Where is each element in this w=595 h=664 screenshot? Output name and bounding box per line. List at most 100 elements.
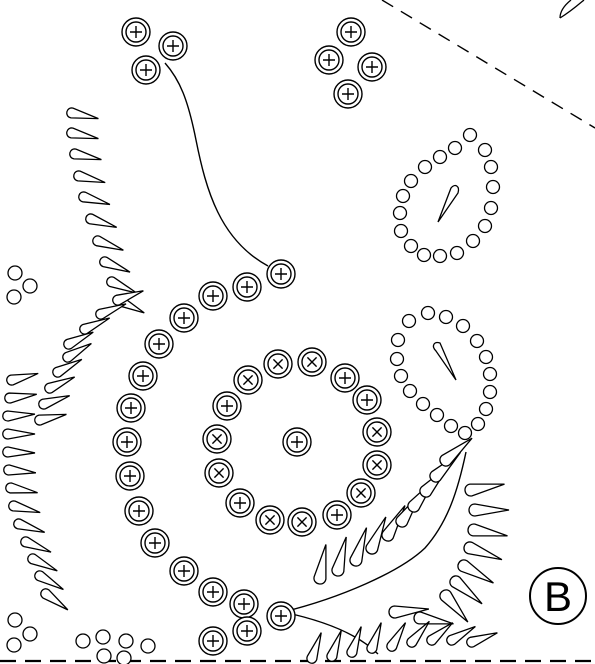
- open-bead: [75, 633, 91, 649]
- petal: [2, 463, 38, 479]
- petal: [330, 534, 353, 578]
- bead-plus: [121, 17, 151, 47]
- open-bead: [401, 313, 417, 329]
- open-bead: [22, 278, 38, 294]
- open-bead: [420, 305, 436, 321]
- open-bead: [457, 425, 473, 441]
- petal: [68, 147, 104, 166]
- open-bead: [447, 140, 463, 156]
- petal: [65, 126, 101, 145]
- open-bead-oval-lower: [389, 305, 498, 441]
- bead-plus: [225, 488, 255, 518]
- bead-plus: [124, 496, 154, 526]
- petal: [83, 211, 119, 233]
- bead-plus: [169, 556, 199, 586]
- petal: [97, 254, 133, 278]
- bead-plus: [158, 31, 188, 61]
- petal: [7, 499, 43, 519]
- petal-row-bottom: [304, 617, 500, 664]
- bead-plus: [115, 461, 145, 491]
- bead-cross: [204, 458, 234, 488]
- petal-column-left: [1, 106, 148, 615]
- petal: [468, 503, 510, 517]
- open-bead: [140, 638, 156, 654]
- petal: [304, 630, 327, 664]
- bead-plus: [333, 79, 363, 109]
- bead-plus: [357, 52, 387, 82]
- open-bead: [395, 188, 411, 204]
- open-bead: [477, 218, 493, 234]
- open-bead: [483, 159, 499, 175]
- bead-cross: [263, 349, 293, 379]
- open-bead: [416, 247, 432, 263]
- bead-plus: [169, 303, 199, 333]
- open-bead: [482, 384, 498, 400]
- stem-top: [164, 62, 269, 267]
- petal: [312, 542, 333, 586]
- bead-plus: [198, 281, 228, 311]
- open-bead: [22, 626, 38, 642]
- petal: [5, 367, 41, 387]
- petal: [466, 522, 510, 543]
- bead-cross: [362, 417, 392, 447]
- open-bead: [477, 142, 493, 158]
- petal-top-right: [559, 0, 585, 19]
- bead-cluster-top-left: [121, 17, 188, 85]
- bead-plus: [282, 427, 312, 457]
- petal: [65, 106, 101, 125]
- petal: [3, 388, 39, 405]
- open-bead: [415, 396, 431, 412]
- petal-in-oval-upper: [437, 184, 460, 223]
- section-label-badge: B: [529, 567, 587, 625]
- bead-cross: [287, 507, 317, 537]
- open-bead: [390, 332, 406, 348]
- open-bead: [392, 205, 408, 221]
- petal: [90, 233, 126, 256]
- bead-plus: [266, 259, 296, 289]
- open-bead-oval-upper: [392, 127, 501, 264]
- bead-cross: [202, 424, 232, 454]
- petal: [38, 586, 72, 615]
- bead-plus: [330, 363, 360, 393]
- open-bead: [465, 233, 481, 249]
- bead-cluster-top-center: [314, 17, 387, 109]
- bead-plus: [112, 427, 142, 457]
- bead-plus: [144, 329, 174, 359]
- petal: [72, 169, 108, 189]
- petal: [2, 428, 36, 440]
- open-bead: [116, 650, 132, 664]
- bead-plus: [198, 626, 228, 656]
- bead-cross: [346, 478, 376, 508]
- open-bead: [118, 633, 134, 649]
- petal: [76, 190, 112, 210]
- open-bead: [7, 265, 23, 281]
- petal: [33, 408, 69, 427]
- bead-plus: [336, 17, 366, 47]
- bead-plus: [232, 616, 262, 646]
- bead-plus: [128, 361, 158, 391]
- open-bead: [393, 223, 409, 239]
- bead-plus: [352, 385, 382, 415]
- petal: [364, 620, 387, 656]
- open-bead: [403, 173, 419, 189]
- bead-plus: [116, 393, 146, 423]
- open-bead: [462, 127, 478, 143]
- bead-cross: [362, 450, 392, 480]
- open-bead: [478, 401, 494, 417]
- open-bead: [403, 238, 419, 254]
- open-bead: [438, 309, 454, 325]
- petal-in-oval-lower: [432, 341, 457, 381]
- open-bead: [470, 416, 486, 432]
- petal: [1, 408, 36, 423]
- open-bead: [449, 245, 465, 261]
- bead-center: [282, 427, 312, 457]
- bead-cross: [233, 365, 263, 395]
- open-bead: [483, 200, 499, 216]
- open-bead: [96, 648, 112, 664]
- bead-plus: [131, 55, 161, 85]
- open-bead: [482, 366, 498, 382]
- bead-cross: [297, 347, 327, 377]
- dashed-guide-diagonal: [381, 0, 595, 129]
- petal: [36, 390, 72, 412]
